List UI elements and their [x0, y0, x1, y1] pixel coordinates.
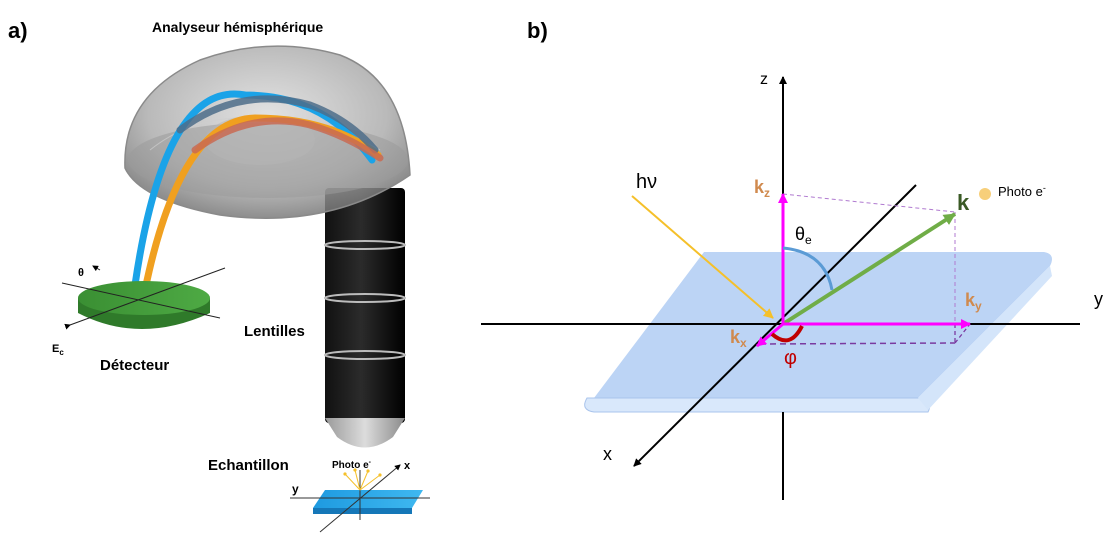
- lens-column: [324, 188, 406, 448]
- sample-photo-label: Photo e-: [332, 459, 372, 471]
- ec-label: Ec: [52, 343, 64, 357]
- sample-y-label: y: [292, 482, 299, 496]
- phi-label: φ: [784, 347, 797, 369]
- detector-theta-label: θ: [78, 267, 84, 279]
- x-axis-label: x: [603, 444, 612, 464]
- sample-plate: [584, 252, 1052, 413]
- blue-trajectory: [131, 90, 376, 289]
- kx-label: kx: [730, 327, 747, 350]
- panel-a: a) Analyseur hémisphérique: [8, 18, 430, 533]
- detector: [61, 265, 226, 330]
- z-axis-label: z: [760, 71, 768, 88]
- y-axis-label: y: [1094, 289, 1103, 309]
- projection-lines: [759, 193, 971, 345]
- kx-vector: [756, 322, 784, 348]
- k-label: k: [957, 190, 970, 215]
- panel-b: b) z y x hν: [481, 18, 1103, 500]
- theta-e-label: θe: [795, 224, 812, 247]
- x-axis: [633, 184, 917, 467]
- photo-electron-label: Photo e-: [998, 183, 1046, 199]
- sample-label: Echantillon: [208, 457, 289, 474]
- k-vector: [781, 212, 957, 326]
- ky-label: ky: [965, 290, 982, 313]
- panel-b-letter: b): [527, 18, 548, 43]
- lenses-label: Lentilles: [244, 323, 305, 340]
- analyzer-label: Analyseur hémisphérique: [152, 19, 323, 35]
- photo-electron-dot: [979, 188, 991, 200]
- lens-ring-1: [324, 240, 406, 250]
- photon-arrow: [631, 195, 774, 319]
- sample: [290, 464, 430, 533]
- hv-label: hν: [636, 171, 657, 193]
- kz-label: kz: [754, 177, 770, 200]
- lens-tip: [325, 418, 405, 448]
- phi-arc: [770, 325, 804, 343]
- panel-a-letter: a): [8, 18, 28, 43]
- sample-x-label: x: [404, 460, 411, 472]
- detector-label: Détecteur: [100, 357, 169, 374]
- theta-arc: [782, 246, 834, 291]
- hemispherical-analyzer: [124, 45, 411, 219]
- lens-ring-2: [324, 293, 406, 303]
- lens-ring-3: [324, 350, 406, 360]
